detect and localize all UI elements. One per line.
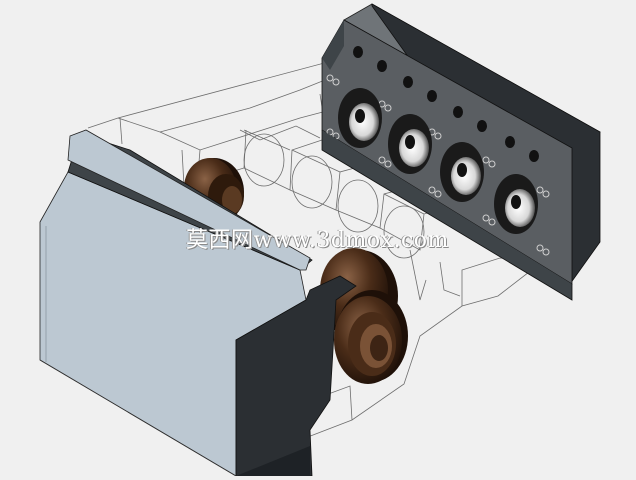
- watermark-text: 莫西网www.3dmox.com: [186, 228, 449, 253]
- front-pulley: [320, 248, 408, 384]
- combustion-chambers: [338, 88, 538, 234]
- cylinder-head: [321, 3, 601, 301]
- front-cover: [39, 129, 357, 477]
- head-bolt-holes: [353, 46, 539, 162]
